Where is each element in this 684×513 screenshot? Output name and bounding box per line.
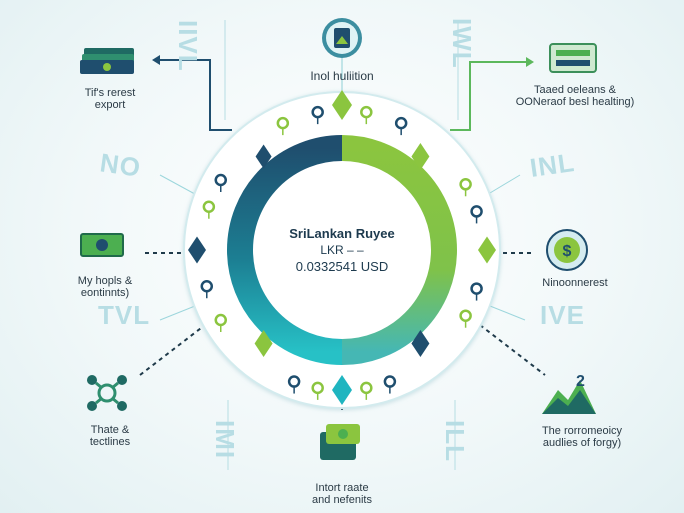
connector-bottom-left [139,324,206,376]
ring-dot-marker [200,279,214,293]
ring-dot-marker [202,200,216,213]
ring-dot-marker [470,282,483,295]
ring-dot-marker [459,178,472,191]
donut-right-half [341,135,457,365]
label-bottom-center: Intort raate and nefenits [312,482,372,506]
arrow-head-top-left [152,55,160,65]
ghost-word-bottom-right: ILL [440,420,470,462]
ring-diamond-marker [254,329,273,357]
ring-dot-marker [276,116,290,130]
chart-mountain-icon: 2 [542,373,596,414]
center-title: SriLankan Ruyee [289,226,395,241]
ghost-word-right-lower: IVE [540,300,585,330]
ring-dot-marker [394,116,408,130]
center-exchange-rate: 0.0332541 USD [295,259,389,274]
ring-diamond-marker [332,90,352,120]
ring-dot-marker [311,381,324,395]
ghost-word-bottom-left: IMI [210,420,240,460]
ghost-word-top-right: IWL [447,18,477,69]
connector-bottom-right [479,324,546,376]
bills-bundle-icon [549,43,597,73]
label-mid-right: Ninoonnerest [542,277,608,289]
ring-diamond-marker [411,329,430,357]
label-bottom-right: The rorromeoicy audlies of forgy) [541,425,623,449]
money-box-icon [320,424,360,460]
label-mid-left: My hopls & eontinnts) [77,275,133,299]
banknote-icon [80,233,124,257]
label-top-left: Tif's rerest export [84,87,136,111]
ring-dot-marker [287,375,301,388]
ring-dot-marker [459,309,472,322]
ring-dot-marker [214,313,228,327]
dollar-coin-icon: $ [546,229,588,271]
svg-text:$: $ [563,243,572,260]
ring-dot-marker [383,375,397,388]
ring-diamond-marker [332,375,352,405]
arrow-head-top-right [526,57,534,67]
network-nodes-icon [87,375,127,411]
ghost-word-right-upper: INL [528,147,577,183]
label-top-right: Taaed oeleans & OONeraof besl healting) [515,84,635,108]
label-bottom-left: Thate & tectlines [89,424,131,448]
ghost-word-left-upper: NO [98,147,143,183]
ring-dot-marker [311,105,324,119]
ghost-word-top-left: IIVL [173,20,203,72]
ring-diamond-marker [411,143,430,171]
stack-of-bills-icon [80,48,134,74]
svg-text:2: 2 [576,373,585,390]
ring-diamond-marker [478,236,496,264]
ring-diamond-marker [188,236,206,264]
ring-dot-marker [360,381,373,395]
ring-dot-marker [360,105,373,119]
center-currency-code: LKR – – [320,243,364,257]
ring-diamond-marker [255,144,272,169]
label-top-center: Inol huliition [310,69,374,83]
donut-hole [254,162,430,338]
ring-dot-marker [214,173,228,187]
donut-left-half [227,135,343,365]
ghost-word-left-lower: TVL [98,300,151,330]
connector-top-right [450,61,530,131]
connector-top-left [155,59,232,131]
ring-dot-marker [470,205,483,218]
ring-markers [188,90,496,405]
